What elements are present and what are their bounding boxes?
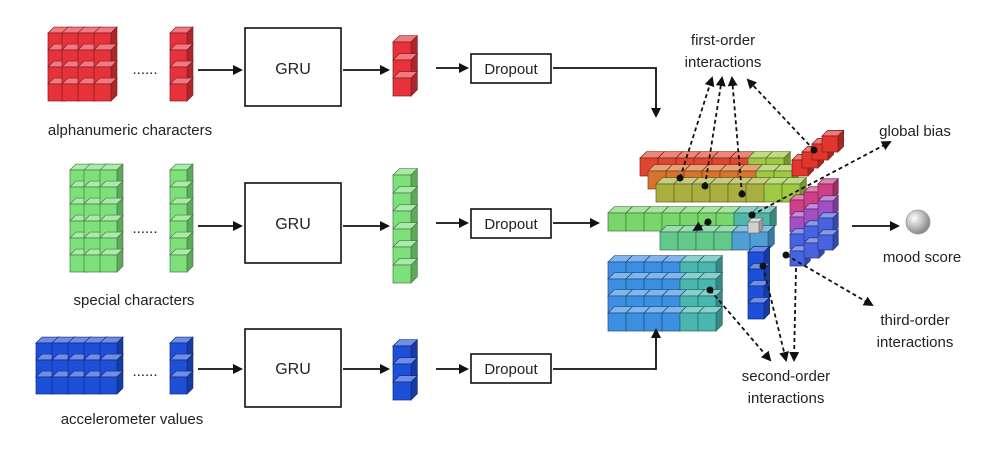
alphanumeric-cube <box>93 77 118 102</box>
gru-out-special-cube <box>392 257 419 284</box>
tensor-bottom-cube <box>697 305 724 332</box>
label-accelerometer: accelerometer values <box>61 411 204 428</box>
arrow-dropout-to-tensor-1 <box>553 67 661 118</box>
third-order-line <box>785 254 874 307</box>
gru-box-2: GRU <box>244 182 342 264</box>
dropout-label-2: Dropout <box>484 216 538 233</box>
gru-label-3: GRU <box>275 361 311 378</box>
arrows <box>198 63 900 374</box>
gru-out-special-cube <box>392 239 419 266</box>
first-order-line-3 <box>727 76 743 195</box>
dropout-label-3: Dropout <box>484 361 538 378</box>
tensor-gray-cube <box>747 217 764 234</box>
mood-score-label: mood score <box>883 249 961 266</box>
tensor-blue-column-cube <box>747 296 771 320</box>
first-order-line-1 <box>679 76 715 179</box>
gru-box-3: GRU <box>244 328 342 408</box>
first-order-line-2 <box>704 76 726 187</box>
global-bias-line <box>751 141 892 216</box>
gru-out-alphanumeric-cube <box>392 70 419 97</box>
first-order-label-2: interactions <box>685 54 762 71</box>
second-order-line-2 <box>762 265 789 362</box>
gru-out-accelerometer-cube <box>392 374 419 401</box>
tensor-side-cube <box>817 228 840 251</box>
ellipsis-3: ...... <box>132 363 157 380</box>
gru-label-2: GRU <box>275 216 311 233</box>
label-special: special characters <box>74 292 195 309</box>
second-order-label-2: interactions <box>748 390 825 407</box>
third-order-label-2: interactions <box>877 334 954 351</box>
accelerometer-cube <box>169 370 194 395</box>
mood-score-sphere <box>905 209 931 235</box>
label-alphanumeric: alphanumeric characters <box>48 122 212 139</box>
global-bias-label: global bias <box>879 123 951 140</box>
fusion-tensor <box>607 129 845 332</box>
special-cube <box>99 248 124 273</box>
gru-box-1: GRU <box>244 27 342 107</box>
second-order-line-1 <box>709 289 772 362</box>
tensor-bias-cube <box>821 129 845 153</box>
arrow-dropout-to-tensor-3 <box>553 328 661 370</box>
special-cube <box>169 248 194 273</box>
first-order-line-4 <box>746 78 815 151</box>
dropout-box-3: Dropout <box>470 353 552 384</box>
second-order-label-1: second-order <box>742 368 830 385</box>
input-cubes <box>35 26 419 401</box>
gru-label-1: GRU <box>275 61 311 78</box>
tensor-side-cube <box>817 177 840 200</box>
dropout-box-1: Dropout <box>470 53 552 84</box>
ellipsis-1: ...... <box>132 61 157 78</box>
dropout-label-1: Dropout <box>484 61 538 78</box>
tensor-side-cube <box>817 194 840 217</box>
dropout-box-2: Dropout <box>470 208 552 239</box>
tensor-side-cube <box>817 211 840 234</box>
interaction-line-mid <box>692 221 709 231</box>
second-order-line-3 <box>789 267 800 362</box>
ellipsis-2: ...... <box>132 220 157 237</box>
third-order-label-1: third-order <box>880 312 949 329</box>
accelerometer-cube <box>99 370 124 395</box>
alphanumeric-cube <box>169 77 194 102</box>
first-order-label-1: first-order <box>691 32 755 49</box>
